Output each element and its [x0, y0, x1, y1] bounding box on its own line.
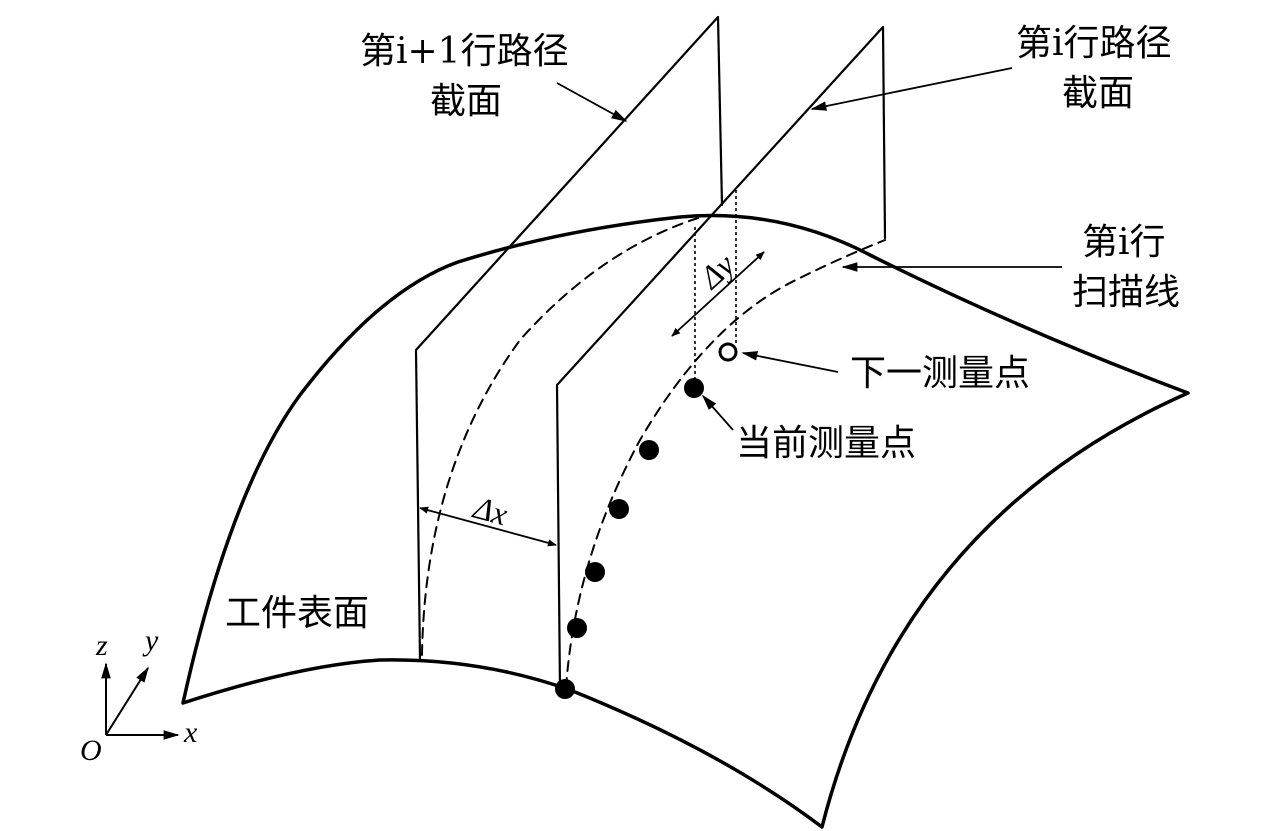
axis-y-label: y	[142, 624, 159, 657]
label-workpiece-surface: 工件表面	[225, 593, 369, 634]
label-scanline-i-line1: 第i行	[1082, 222, 1166, 263]
measurement-point	[585, 562, 605, 582]
scanline-i-plus-1-dashed	[421, 217, 699, 656]
label-current-measurement-point: 当前测量点	[736, 423, 916, 464]
axis-origin-label: O	[80, 734, 102, 767]
label-section-i-line1: 第i行路径	[1016, 23, 1172, 64]
delta-y-label: Δy	[691, 246, 742, 297]
axis-y-arrow	[105, 666, 149, 736]
measurement-point	[567, 618, 587, 638]
axis-x-label: x	[183, 716, 198, 749]
axis-z-label: z	[95, 629, 108, 662]
label-section-i-line2: 截面	[1062, 73, 1134, 114]
leader-arrow-section-i-plus-1	[556, 82, 628, 122]
label-section-i-plus-1-line1: 第i+1行路径	[360, 31, 569, 72]
label-next-measurement-point: 下一测量点	[850, 353, 1030, 394]
section-plane-i-plus-1	[414, 15, 724, 662]
delta-x-dimension-arrow	[419, 506, 557, 547]
delta-y-dimension-arrow	[671, 251, 765, 337]
section-plane-i	[555, 25, 887, 692]
label-scanline-i-line2: 扫描线	[1072, 272, 1180, 313]
leader-arrow-section-i	[810, 67, 1013, 111]
leader-arrow-next-point	[741, 351, 839, 373]
leader-arrow-current-point	[701, 394, 734, 431]
next-measurement-point	[718, 342, 738, 362]
label-section-i-plus-1-line2: 截面	[430, 81, 502, 122]
measurement-point	[555, 679, 575, 699]
delta-x-label: Δx	[468, 488, 511, 532]
measurement-point	[639, 440, 659, 460]
current-measurement-point	[684, 378, 704, 398]
measurement-point	[609, 499, 629, 519]
workpiece-surface-outline	[181, 213, 1190, 829]
scanline-i-dashed	[565, 239, 886, 689]
